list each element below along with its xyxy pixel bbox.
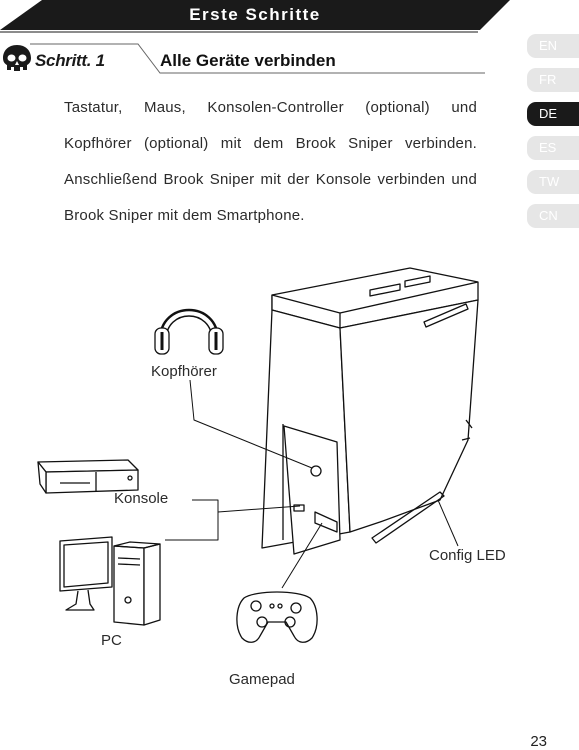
console-icon — [37, 459, 139, 494]
language-tabs: EN FR DE ES TW CN — [524, 34, 579, 238]
lang-tab-es[interactable]: ES — [527, 136, 579, 160]
gamepad-icon — [236, 591, 318, 643]
lang-tab-de[interactable]: DE — [527, 102, 579, 126]
pc-icon — [59, 536, 161, 626]
header-banner: Erste Schritte — [0, 0, 510, 34]
label-console: Konsole — [114, 490, 169, 507]
lang-tab-cn[interactable]: CN — [527, 204, 579, 228]
banner-shape — [0, 0, 510, 33]
label-config-led: Config LED — [429, 547, 506, 564]
lang-tab-en[interactable]: EN — [527, 34, 579, 58]
step-label: Schritt. 1 — [35, 51, 105, 70]
brook-sniper-device — [261, 267, 479, 555]
step-underline — [30, 43, 485, 74]
instruction-paragraph: Tastatur, Maus, Konsolen-Controller (opt… — [64, 99, 477, 224]
banner-title: Erste Schritte — [189, 5, 321, 24]
skull-icon — [3, 45, 31, 71]
lang-tab-tw[interactable]: TW — [527, 170, 579, 194]
diagram-drawing — [37, 267, 479, 643]
label-gamepad: Gamepad — [229, 671, 295, 688]
step-header: Schritt. 1 Alle Geräte verbinden — [0, 42, 490, 78]
label-pc: PC — [101, 632, 122, 649]
step-title: Alle Geräte verbinden — [160, 51, 336, 70]
label-headphones: Kopfhörer — [151, 363, 217, 380]
page-number: 23 — [530, 733, 547, 750]
connection-diagram: Kopfhörer Konsole PC Gamepad Config LED — [0, 240, 579, 710]
lang-tab-fr[interactable]: FR — [527, 68, 579, 92]
connection-lines — [165, 379, 459, 589]
headphones-icon — [154, 308, 224, 355]
